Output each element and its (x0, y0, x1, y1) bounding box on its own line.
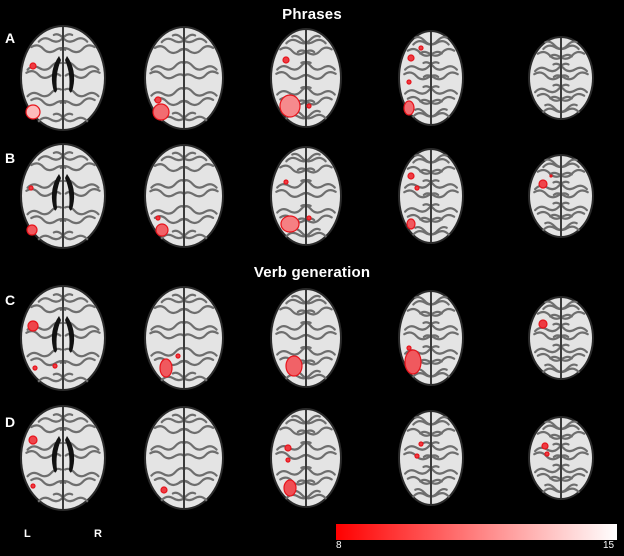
activation-cluster (29, 62, 37, 70)
activation-cluster (155, 215, 161, 221)
right-hemisphere-label: R (94, 528, 102, 540)
activation-cluster (403, 100, 415, 116)
activation-cluster (28, 435, 38, 445)
colorbar-max-label: 15 (603, 540, 615, 551)
activation-cluster (549, 174, 553, 178)
brain-slice (398, 290, 464, 386)
brain-slice (270, 28, 342, 128)
section-title-verb-generation: Verb generation (253, 264, 371, 281)
activation-cluster (283, 179, 289, 185)
brain-slice (20, 143, 106, 249)
activation-cluster (285, 355, 303, 377)
brain-slice (528, 36, 594, 120)
activation-cluster (538, 179, 548, 189)
activation-cluster (406, 79, 412, 85)
activation-cluster (160, 486, 168, 494)
activation-cluster (155, 223, 169, 237)
activation-cluster (28, 185, 34, 191)
activation-cluster (279, 94, 301, 118)
brain-slice (144, 286, 224, 390)
activation-cluster (414, 453, 420, 459)
brain-slice (528, 296, 594, 380)
activation-cluster (283, 479, 297, 497)
activation-cluster (25, 104, 41, 120)
brain-slice (528, 416, 594, 500)
brain-slice (528, 154, 594, 238)
row-label-c: C (5, 292, 16, 308)
colorbar-min-label: 8 (336, 540, 342, 551)
activation-cluster (26, 224, 38, 236)
brain-slice (144, 406, 224, 510)
activation-cluster (154, 96, 162, 104)
activation-cluster (538, 319, 548, 329)
activation-cluster (544, 451, 550, 457)
brain-slice (398, 148, 464, 244)
activation-cluster (306, 103, 312, 109)
brain-slice (20, 25, 106, 131)
activation-cluster (280, 215, 300, 233)
brain-slice (398, 30, 464, 126)
activation-cluster (407, 54, 415, 62)
activation-cluster (27, 320, 39, 332)
brain-slice (398, 410, 464, 506)
activation-cluster (306, 215, 312, 221)
row-label-a: A (5, 30, 16, 46)
brain-slice (144, 144, 224, 248)
activation-cluster (30, 483, 36, 489)
colorbar (336, 524, 617, 540)
brain-slice (270, 288, 342, 388)
brain-slice (20, 405, 106, 511)
brain-slice (270, 146, 342, 246)
activation-cluster (418, 441, 424, 447)
activation-cluster (152, 103, 170, 121)
activation-cluster (284, 444, 292, 452)
activation-cluster (406, 218, 416, 230)
activation-cluster (175, 353, 181, 359)
row-label-d: D (5, 414, 16, 430)
activation-cluster (414, 185, 420, 191)
activation-cluster (52, 363, 58, 369)
activation-cluster (159, 358, 173, 378)
brain-slice (270, 408, 342, 508)
brain-slice (144, 26, 224, 130)
activation-cluster (418, 45, 424, 51)
left-hemisphere-label: L (24, 528, 31, 540)
brain-slice (20, 285, 106, 391)
activation-cluster (407, 172, 415, 180)
activation-cluster (404, 349, 422, 375)
activation-cluster (406, 345, 412, 351)
activation-cluster (282, 56, 290, 64)
activation-cluster (285, 457, 291, 463)
activation-cluster (32, 365, 38, 371)
activation-cluster (541, 442, 549, 450)
row-label-b: B (5, 150, 16, 166)
section-title-phrases: Phrases (282, 6, 342, 23)
